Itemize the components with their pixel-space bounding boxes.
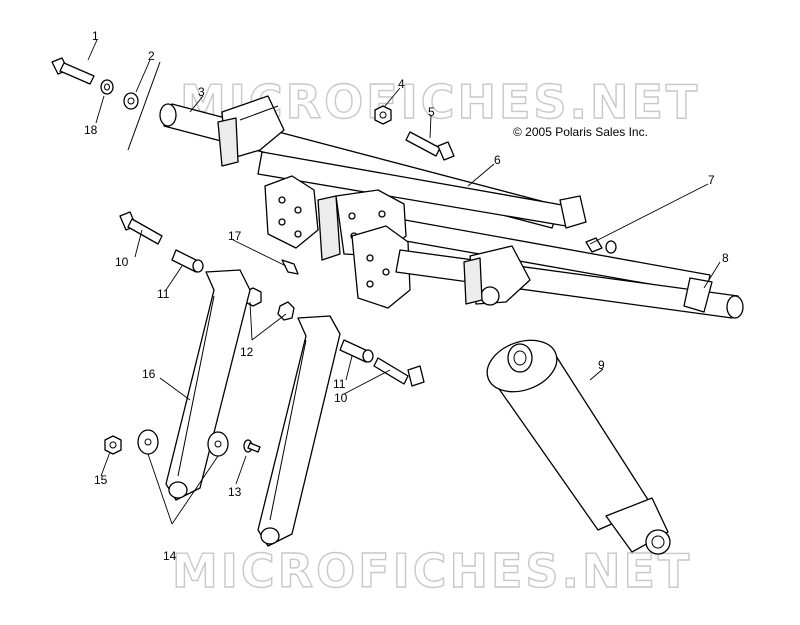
- part-12-nuts: [244, 287, 295, 321]
- callout-6: 6: [494, 153, 501, 167]
- part-11-spacer-left: [171, 249, 204, 273]
- part-17-fitting: [281, 259, 299, 275]
- callout-10-left: 10: [115, 255, 129, 269]
- callout-11-left: 11: [157, 287, 170, 301]
- part-14-washers: [137, 429, 229, 457]
- callout-1: 1: [92, 29, 99, 43]
- part-15-nut: [104, 435, 122, 455]
- callout-16: 16: [142, 367, 156, 381]
- part-18-washer: [100, 79, 114, 95]
- center-mount-plates: [264, 175, 411, 309]
- callout-8: 8: [722, 251, 729, 265]
- callout-15: 15: [94, 473, 108, 487]
- part-9-shock: [486, 339, 671, 555]
- callout-14: 14: [163, 549, 177, 563]
- callout-4: 4: [398, 77, 405, 91]
- callout-2: 2: [148, 49, 155, 63]
- part-4-nut: [374, 105, 392, 125]
- upper-left-bracket: [217, 95, 285, 167]
- cut-line: [127, 61, 161, 151]
- part-5-bolt: [405, 131, 455, 161]
- callout-18: 18: [84, 123, 98, 137]
- part-16-link-left: [165, 269, 251, 501]
- part-13-bolt: [243, 439, 261, 453]
- callout-10-right: 10: [334, 391, 348, 405]
- callout-13: 13: [228, 485, 242, 499]
- part-11-spacer-right: [339, 339, 374, 363]
- link-right: [257, 315, 341, 547]
- part-2-washer: [123, 92, 139, 110]
- watermark-bottom: MICROFICHES.NET: [172, 544, 692, 598]
- part-10-bolt-right: [373, 357, 425, 387]
- part-10-bolt-left: [119, 211, 163, 245]
- callout-7: 7: [708, 173, 715, 187]
- part-7-fitting: [585, 237, 617, 254]
- leader-lines: [87, 39, 721, 525]
- copyright-text: © 2005 Polaris Sales Inc.: [513, 125, 648, 139]
- callout-12: 12: [240, 345, 254, 359]
- callout-9: 9: [598, 358, 605, 372]
- callout-3: 3: [198, 85, 205, 99]
- lower-right-bracket: [463, 245, 531, 306]
- callout-17: 17: [228, 229, 242, 243]
- part-1-bolt: [51, 57, 95, 85]
- callout-5: 5: [428, 105, 435, 119]
- callout-labels: 1 2 3 4 5 6 7 8 9 10 10 11 11 12 13 14 1…: [84, 29, 729, 563]
- callout-11-right: 11: [333, 377, 346, 391]
